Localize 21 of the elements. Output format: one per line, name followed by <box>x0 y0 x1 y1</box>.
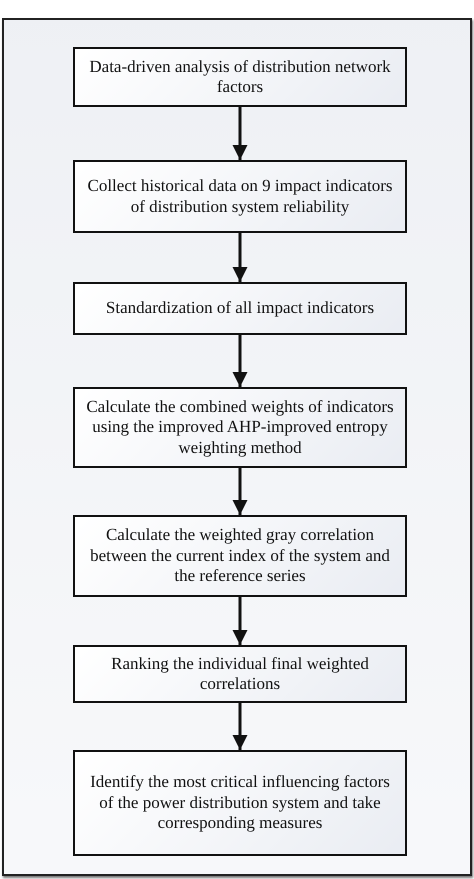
process-box <box>73 47 407 107</box>
process-box <box>73 160 407 233</box>
arrow <box>232 107 248 160</box>
process-box <box>73 750 407 856</box>
arrow <box>232 468 248 515</box>
step-text: Ranking the individual final weighted correlations <box>110 654 370 694</box>
process-box <box>73 282 407 335</box>
step-text: Calculate the weighted gray correlation between the current index of the system and the reference series <box>89 525 391 587</box>
step-text: Data-driven analysis of distribution network factors <box>88 56 392 98</box>
frame-box <box>2 18 472 876</box>
step-text: Collect historical data on 9 impact indicators of distribution system reliability <box>86 176 394 217</box>
process-box <box>73 387 407 468</box>
arrow <box>232 233 248 282</box>
arrow <box>232 703 248 750</box>
step-text: Standardization of all impact indicators <box>106 298 374 319</box>
process-box <box>73 515 407 597</box>
step-text: Calculate the combined weights of indicators using the improved AHP-improved entropy weighting method <box>85 396 395 458</box>
arrow <box>232 335 248 387</box>
process-box <box>73 645 407 703</box>
step-text: Identify the most critical influencing factors of the power distribution system and take corresponding measures <box>89 772 391 834</box>
arrow <box>232 597 248 645</box>
